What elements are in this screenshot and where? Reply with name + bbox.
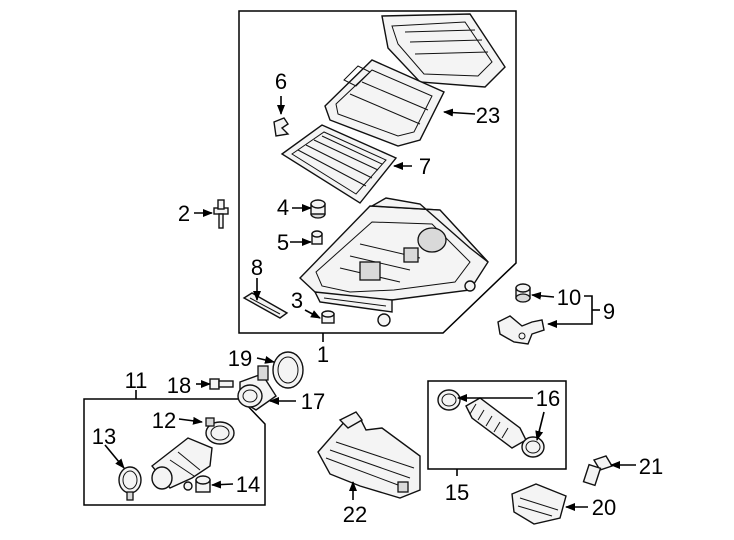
callout-10: 10 bbox=[557, 285, 581, 310]
callout-13: 13 bbox=[92, 424, 116, 449]
callout-3: 3 bbox=[291, 288, 303, 313]
callout-4: 4 bbox=[277, 195, 289, 220]
callout-9: 9 bbox=[603, 299, 615, 324]
callout-22: 22 bbox=[343, 502, 367, 527]
part-12-clamp[interactable] bbox=[205, 417, 235, 445]
part-3-grommet[interactable] bbox=[321, 310, 335, 324]
part-11-intake-tube[interactable] bbox=[151, 437, 213, 491]
group-frame-11 bbox=[83, 398, 266, 506]
part-17-maf-housing[interactable] bbox=[237, 365, 277, 411]
callout-19: 19 bbox=[228, 346, 252, 371]
callout-7: 7 bbox=[419, 154, 431, 179]
part-16-hose[interactable] bbox=[465, 397, 527, 449]
callout-8: 8 bbox=[251, 255, 263, 280]
callout-6: 6 bbox=[275, 69, 287, 94]
part-19-gasket[interactable] bbox=[272, 351, 304, 389]
part-23-cover[interactable] bbox=[324, 13, 506, 147]
callout-1: 1 bbox=[317, 342, 329, 367]
part-21-bolt[interactable] bbox=[582, 455, 614, 487]
part-8-seal[interactable] bbox=[242, 292, 289, 319]
callout-18: 18 bbox=[167, 373, 191, 398]
part-5-plug[interactable] bbox=[311, 230, 323, 245]
part-2-pin[interactable] bbox=[213, 199, 229, 229]
callout-15: 15 bbox=[445, 480, 469, 505]
part-16-clamp-upper[interactable] bbox=[437, 389, 461, 411]
part-18-bolt[interactable] bbox=[209, 378, 234, 390]
callout-12: 12 bbox=[152, 408, 176, 433]
callout-5: 5 bbox=[277, 230, 289, 255]
callout-11: 11 bbox=[125, 368, 148, 393]
group-frame-15 bbox=[427, 380, 567, 470]
part-9-bracket[interactable] bbox=[497, 315, 545, 345]
callout-23: 23 bbox=[476, 103, 500, 128]
part-20-sensor[interactable] bbox=[511, 483, 567, 525]
part-7-filter[interactable] bbox=[280, 124, 398, 204]
leader-lines bbox=[104, 96, 636, 511]
callout-20: 20 bbox=[592, 495, 616, 520]
callout-14: 14 bbox=[236, 472, 260, 497]
lower-housing[interactable] bbox=[299, 197, 489, 327]
callout-17: 17 bbox=[301, 389, 325, 414]
callout-16: 16 bbox=[536, 386, 560, 411]
part-6-clip[interactable] bbox=[273, 117, 290, 137]
part-10-grommet[interactable] bbox=[515, 283, 531, 303]
callout-labels: 1 2 3 4 5 6 7 8 9 10 11 12 13 14 15 16 1… bbox=[92, 69, 663, 527]
callout-2: 2 bbox=[178, 201, 190, 226]
part-4-grommet[interactable] bbox=[310, 199, 326, 219]
part-13-clamp[interactable] bbox=[118, 466, 142, 501]
callout-21: 21 bbox=[639, 454, 663, 479]
assembly-frame-1 bbox=[238, 10, 517, 334]
part-16-clamp-lower[interactable] bbox=[521, 436, 545, 458]
part-22-resonator[interactable] bbox=[317, 411, 421, 499]
part-14-grommet[interactable] bbox=[195, 475, 211, 493]
